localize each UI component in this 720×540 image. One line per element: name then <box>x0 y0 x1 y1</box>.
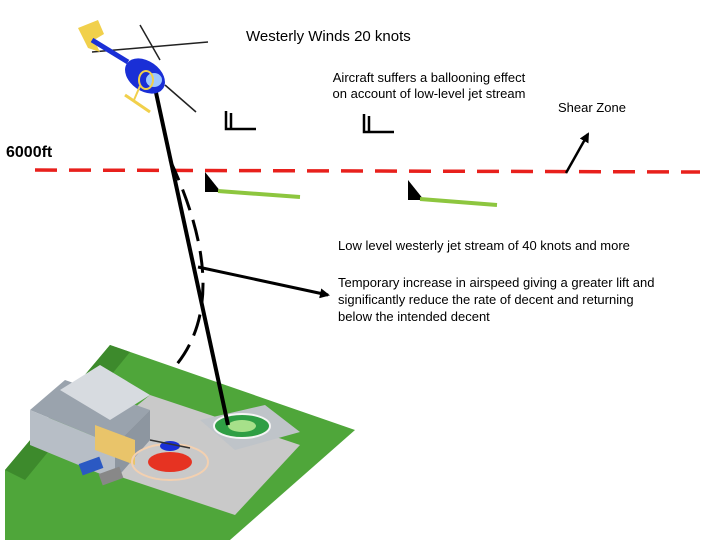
altitude-line <box>34 168 701 174</box>
descent-path <box>153 87 230 426</box>
shear-zone-arrow <box>564 132 590 174</box>
wind-barb-icon <box>224 111 256 131</box>
helicopter-icon <box>78 20 209 114</box>
airspeed-explanation: Temporary increase in airspeed giving a … <box>338 275 655 324</box>
heliport-scene <box>5 345 355 540</box>
wind-barb-icon <box>362 114 394 134</box>
ballooning-line-1: Aircraft suffers a ballooning effect <box>332 70 526 85</box>
ballooning-curve <box>168 159 205 372</box>
airspeed-arrow <box>197 265 330 299</box>
jet-barb-icon <box>205 172 301 199</box>
jet-barb-icon <box>408 180 498 207</box>
ballooning-line-2: on account of low-level jet stream <box>332 86 526 101</box>
ballooning-label: Aircraft suffers a ballooning effect on … <box>300 70 558 102</box>
altitude-label: 6000ft <box>6 144 53 161</box>
shear-zone-label: Shear Zone <box>558 100 626 115</box>
diagram-title: Westerly Winds 20 knots <box>246 28 411 45</box>
jet-stream-label: Low level westerly jet stream of 40 knot… <box>338 238 630 253</box>
